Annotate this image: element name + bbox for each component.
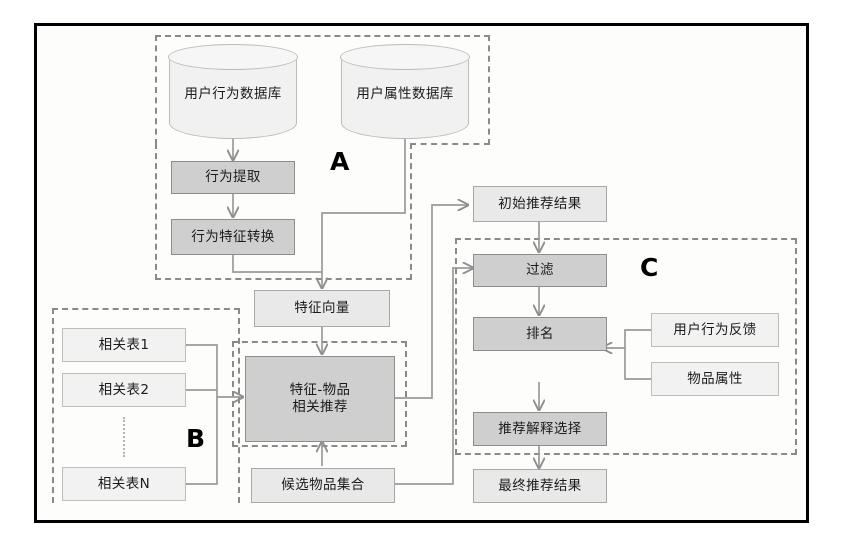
node-behavior-feature-transform[interactable]: 行为特征转换: [171, 219, 295, 255]
node-label: 用户行为反馈: [673, 321, 757, 338]
node-label: 行为提取: [205, 169, 261, 186]
group-b-region: [52, 308, 240, 503]
group-a-region-right-seam: [410, 143, 490, 146]
node-label: 特征向量: [294, 300, 350, 317]
node-feature-item-recommend[interactable]: 特征-物品 相关推荐: [245, 356, 395, 442]
node-user-attribute-db[interactable]: 用户属性数据库: [340, 44, 470, 139]
node-user-behavior-db[interactable]: 用户行为数据库: [168, 44, 298, 139]
node-item-attribute[interactable]: 物品属性: [651, 362, 779, 396]
node-corr-table-n[interactable]: 相关表N: [62, 467, 186, 501]
node-label: 推荐解释选择: [498, 420, 582, 437]
node-filter[interactable]: 过滤: [473, 254, 607, 287]
node-label: 相关表1: [98, 336, 150, 353]
node-label: 用户属性数据库: [356, 86, 454, 102]
node-label: 相关表2: [98, 381, 150, 398]
cylinder-top-ellipse: [340, 44, 470, 71]
node-label: 相关表N: [97, 475, 151, 492]
node-candidate-item-set[interactable]: 候选物品集合: [251, 468, 395, 503]
node-label: 最终推荐结果: [498, 477, 582, 494]
node-label-line1: 特征-物品: [289, 382, 351, 399]
group-a-label: A: [330, 147, 350, 176]
cylinder-top-ellipse: [168, 44, 298, 71]
group-a-region-top: [155, 35, 490, 145]
group-b-label: B: [186, 424, 206, 453]
node-user-behavior-feedback[interactable]: 用户行为反馈: [651, 313, 779, 347]
node-recommend-explanation-select[interactable]: 推荐解释选择: [473, 412, 607, 446]
node-feature-vector[interactable]: 特征向量: [254, 290, 390, 327]
node-label: 行为特征转换: [191, 228, 275, 245]
node-rank[interactable]: 排名: [473, 317, 607, 351]
node-label: 排名: [526, 325, 554, 342]
node-label-line2: 相关推荐: [292, 399, 348, 415]
node-label: 过滤: [526, 262, 554, 279]
node-label: 初始推荐结果: [498, 195, 582, 212]
node-final-recommend-result[interactable]: 最终推荐结果: [473, 469, 607, 503]
node-initial-recommend-result[interactable]: 初始推荐结果: [473, 186, 607, 222]
group-c-label: C: [640, 253, 659, 282]
node-behavior-extraction[interactable]: 行为提取: [171, 161, 295, 194]
ellipsis-dots: [123, 417, 127, 457]
node-label: 物品属性: [687, 370, 743, 387]
node-corr-table-2[interactable]: 相关表2: [62, 373, 186, 407]
node-corr-table-1[interactable]: 相关表1: [62, 328, 186, 362]
node-label: 候选物品集合: [281, 477, 365, 494]
node-label: 用户行为数据库: [184, 86, 282, 102]
